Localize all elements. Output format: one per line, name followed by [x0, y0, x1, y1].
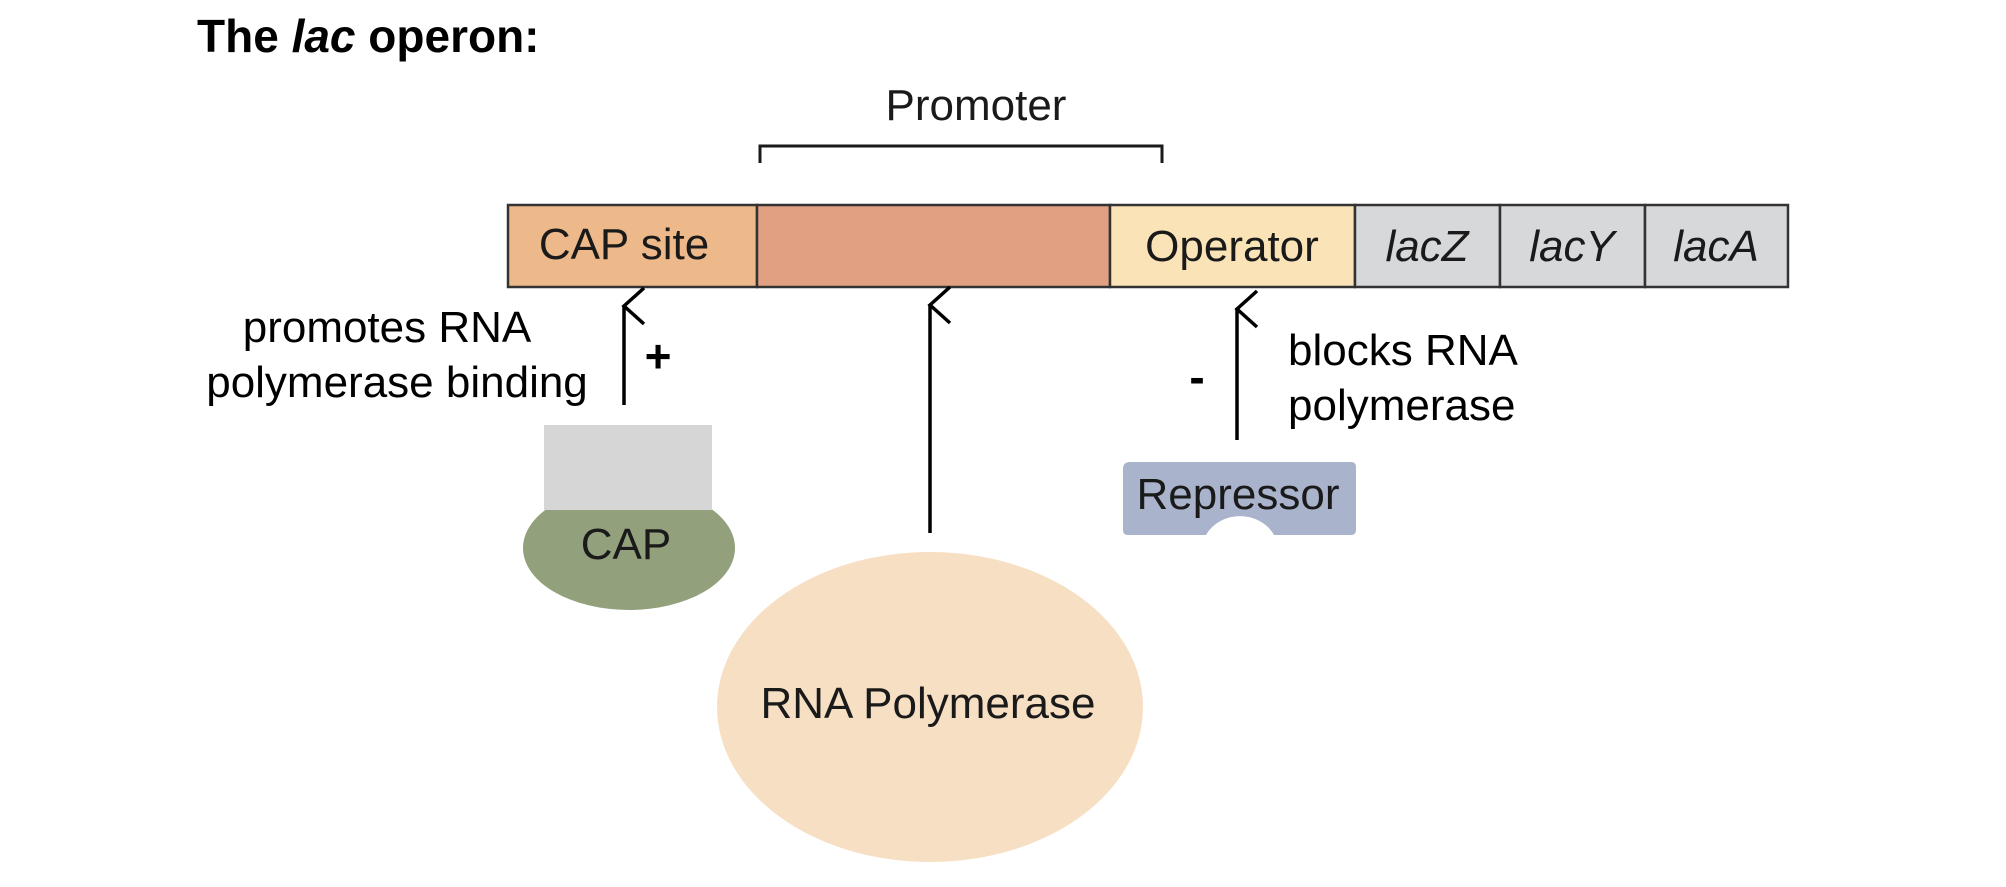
diagram-title: The lac operon: [197, 10, 540, 62]
laca-segment [1643, 203, 1790, 289]
cap-site-label: CAP site [539, 220, 709, 269]
lacy-segment [1498, 203, 1647, 289]
cap-plus-sign: + [645, 330, 672, 382]
cap-top-block [544, 425, 712, 510]
repressor-minus-sign: - [1189, 351, 1204, 403]
cap-protein [523, 425, 735, 610]
promoter-bracket [758, 144, 1164, 163]
promoter-label: Promoter [886, 81, 1067, 130]
cap-body [523, 486, 735, 610]
cap-effect-line1: promotes RNA [243, 303, 532, 352]
rna-polymerase-body [717, 552, 1143, 862]
rna-polymerase-label: RNA Polymerase [760, 679, 1095, 728]
promoter-core-segment [755, 203, 1112, 289]
repressor-body [1123, 462, 1356, 535]
operator-segment [1108, 203, 1357, 289]
lacy-label: lacY [1529, 222, 1617, 271]
cap-effect-line2: polymerase binding [206, 358, 588, 407]
laca-label: lacA [1673, 222, 1759, 271]
repressor-label: Repressor [1137, 470, 1340, 519]
repressor-effect-line2: polymerase [1288, 381, 1515, 430]
repressor-effect-line1: blocks RNA [1288, 326, 1518, 375]
cap-site-segment [506, 203, 759, 289]
cap-label: CAP [581, 520, 671, 569]
dna-strip [506, 203, 1790, 289]
operator-label: Operator [1145, 222, 1319, 271]
lacz-label: lacZ [1385, 222, 1470, 271]
